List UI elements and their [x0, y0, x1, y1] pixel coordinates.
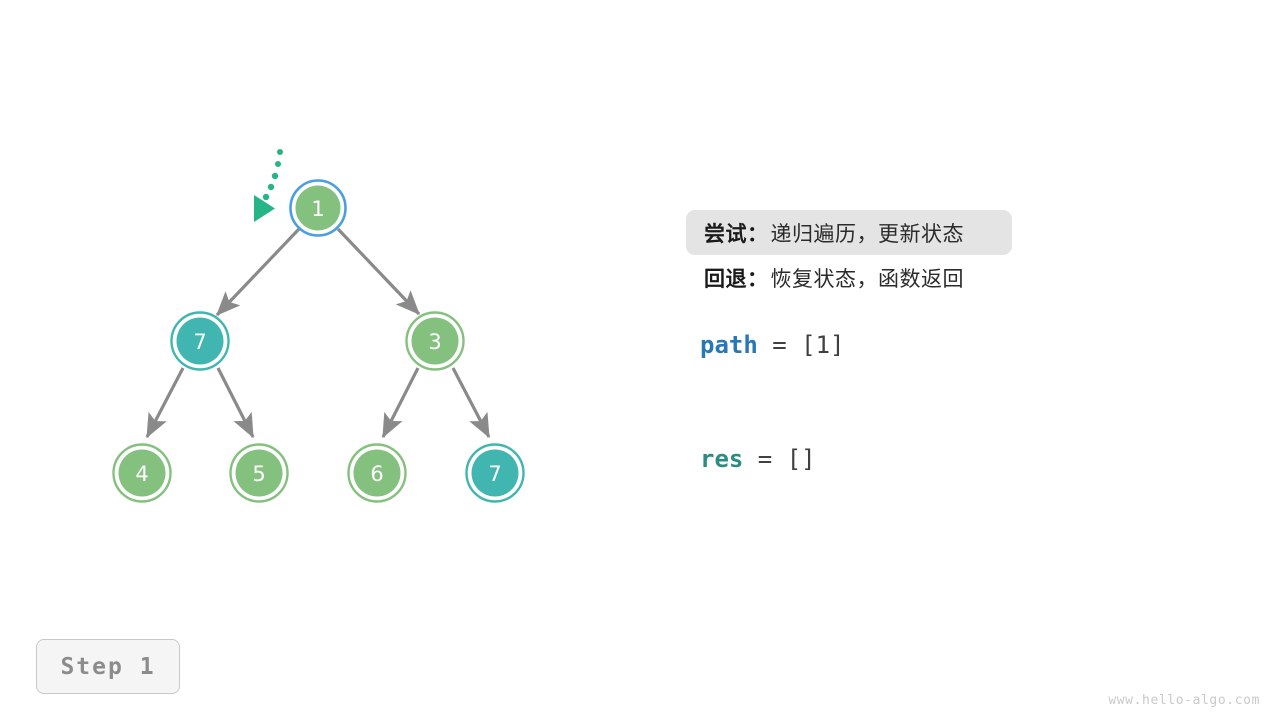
node-disc: [471, 449, 519, 497]
pointer-arrowhead-icon: [254, 195, 275, 222]
node-label: 3: [428, 330, 441, 354]
tree-node-3[interactable]: 3: [405, 311, 465, 371]
tree-node-1[interactable]: 1: [289, 179, 347, 237]
node-ring: [347, 443, 407, 503]
res-variable-name: res: [700, 445, 744, 473]
node-label: 4: [135, 462, 148, 486]
path-variable-name: path: [700, 331, 758, 359]
pointer-dot: [262, 193, 270, 201]
tree-node-6[interactable]: 6: [347, 443, 407, 503]
node-disc: [176, 317, 224, 365]
edge-1-to-3: [336, 227, 421, 316]
watermark: www.hello-algo.com: [1108, 693, 1260, 708]
edge-3-to-7: [451, 367, 491, 439]
step-label: Step 1: [60, 653, 156, 680]
node-disc: [353, 449, 401, 497]
tree-node-7-left[interactable]: 7: [170, 311, 230, 371]
pointer-dot: [275, 161, 281, 167]
hint-row-backtrack: 回退： 恢复状态，函数返回: [686, 255, 1106, 300]
pointer-dot: [277, 149, 283, 155]
hint-try-value: 递归遍历，更新状态: [770, 222, 964, 246]
step-badge: Step 1: [36, 639, 180, 694]
res-state-line: res = []: [700, 440, 845, 478]
node-ring: [465, 443, 525, 503]
edge-3-to-6: [381, 367, 420, 439]
node-label: 7: [488, 462, 501, 486]
tree-node-7-right[interactable]: 7: [465, 443, 525, 503]
node-label: 6: [370, 462, 383, 486]
node-ring: [405, 311, 465, 371]
node-ring: [289, 179, 347, 237]
node-ring: [170, 311, 230, 371]
tree-edges: [145, 227, 491, 439]
edge-7-to-5: [216, 367, 255, 439]
code-spacer: [700, 402, 845, 440]
hint-backtrack-key: 回退：: [704, 267, 769, 291]
path-variable-value: = [1]: [757, 331, 845, 359]
node-disc: [411, 317, 459, 365]
hint-try-key: 尝试：: [704, 222, 769, 246]
code-spacer: [700, 364, 845, 402]
node-label: 1: [311, 197, 324, 221]
node-label: 5: [252, 462, 265, 486]
hint-backtrack-value: 恢复状态，函数返回: [770, 267, 964, 291]
state-variables: path = [1] res = []: [700, 326, 845, 478]
tree-node-4[interactable]: 4: [112, 443, 172, 503]
tree-node-5[interactable]: 5: [229, 443, 289, 503]
pointer-dot: [271, 172, 279, 180]
node-ring: [112, 443, 172, 503]
traversal-pointer: [254, 149, 283, 222]
hint-row-try: 尝试： 递归遍历，更新状态: [686, 210, 1012, 255]
node-ring: [229, 443, 289, 503]
node-disc: [118, 449, 166, 497]
node-disc: [295, 185, 341, 231]
path-state-line: path = [1]: [700, 326, 845, 364]
edge-7-to-4: [145, 367, 185, 439]
node-disc: [235, 449, 283, 497]
explanation-panel: 尝试： 递归遍历，更新状态 回退： 恢复状态，函数返回: [686, 210, 1106, 300]
res-variable-value: = []: [743, 445, 816, 473]
edge-1-to-7: [215, 227, 301, 317]
pointer-dot: [267, 183, 275, 191]
node-label: 7: [193, 330, 206, 354]
